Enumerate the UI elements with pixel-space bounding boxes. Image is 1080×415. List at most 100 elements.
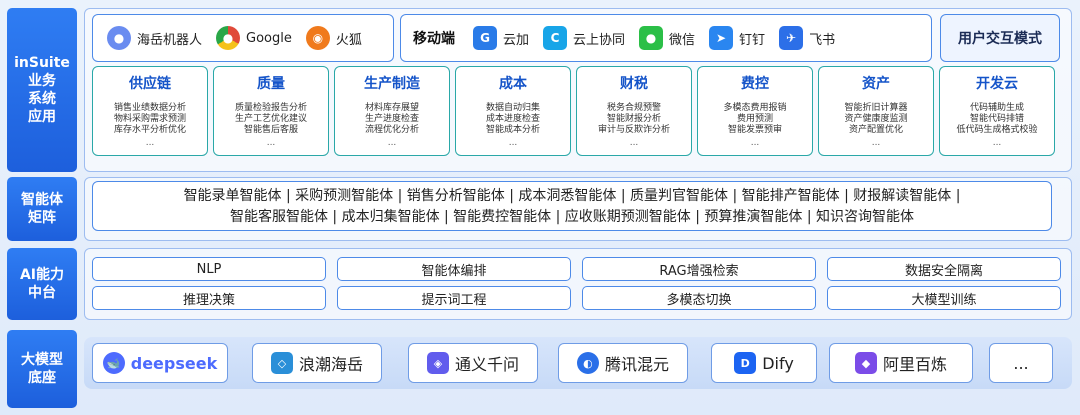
module-more: ... xyxy=(508,138,518,148)
mobile-item[interactable]: ➤ 钉钉 xyxy=(709,26,765,50)
interaction-mode-label: 用户交互模式 xyxy=(940,14,1060,62)
module-title: 质量 xyxy=(257,76,285,92)
module-line: 生产工艺优化建议 xyxy=(234,114,307,124)
module-line: 多模态费用报销 xyxy=(723,103,787,113)
module-expense[interactable]: 费控 多模态费用报销 费用预测 智能发票预审 ... xyxy=(697,66,813,156)
robot-icon: ● xyxy=(107,26,131,50)
module-line: 生产进度检查 xyxy=(364,114,419,124)
module-line: 智能发票预审 xyxy=(727,125,782,135)
client-label: 火狐 xyxy=(335,32,362,48)
module-line: 税务合规预警 xyxy=(606,103,661,113)
module-line: 物料采购需求预测 xyxy=(113,114,186,124)
model-inspur[interactable]: ◇ 浪潮海岳 xyxy=(252,343,382,383)
capability-prompt-engineering[interactable]: 提示词工程 xyxy=(337,286,571,310)
module-line: 数据自动归集 xyxy=(485,103,540,113)
agent-line: 智能录单智能体 | 采购预测智能体 | 销售分析智能体 | 成本洞悉智能体 | … xyxy=(183,188,961,204)
module-line: 费用预测 xyxy=(736,114,773,124)
module-line: 资产健康度监测 xyxy=(844,114,908,124)
side-label-model: 大模型 底座 xyxy=(7,330,77,408)
module-cost[interactable]: 成本 数据自动归集 成本进度检查 智能成本分析 ... xyxy=(455,66,571,156)
mobile-group: 移动端 G 云加 C 云上协同 ● 微信 ➤ 钉钉 ✈ 飞书 xyxy=(400,14,932,62)
cloud-collab-icon: C xyxy=(543,26,568,50)
module-assets[interactable]: 资产 智能折旧计算器 资产健康度监测 资产配置优化 ... xyxy=(818,66,934,156)
model-label: 通义千问 xyxy=(454,355,519,374)
module-line: 流程优化分析 xyxy=(364,125,419,135)
module-line: 代码辅助生成 xyxy=(969,103,1024,113)
model-tongyi[interactable]: ◈ 通义千问 xyxy=(408,343,538,383)
module-more: ... xyxy=(629,138,639,148)
mobile-title: 移动端 xyxy=(413,31,455,47)
client-item[interactable]: ◉ 火狐 xyxy=(305,26,362,50)
module-title: 财税 xyxy=(620,76,648,92)
model-deepseek[interactable]: 🐋 deepseek xyxy=(92,343,228,383)
model-label: 浪潮海岳 xyxy=(298,355,363,374)
yunjia-icon: G xyxy=(473,26,497,50)
module-title: 资产 xyxy=(862,76,890,92)
capability-reasoning[interactable]: 推理决策 xyxy=(92,286,326,310)
client-group: ● 海岳机器人 ● Google ◉ 火狐 xyxy=(92,14,394,62)
module-line: 智能财报分析 xyxy=(606,114,661,124)
model-hunyuan[interactable]: ◐ 腾讯混元 xyxy=(558,343,688,383)
mobile-label: 飞书 xyxy=(809,32,836,48)
inspur-icon: ◇ xyxy=(270,352,293,374)
module-more: ... xyxy=(266,138,276,148)
module-more: ... xyxy=(387,138,397,148)
feishu-icon: ✈ xyxy=(779,26,804,50)
module-line: 智能售后客服 xyxy=(243,125,298,135)
model-label: Dify xyxy=(762,353,794,373)
mobile-label: 云上协同 xyxy=(573,32,626,48)
model-label: 腾讯混元 xyxy=(604,355,669,374)
model-label: 阿里百炼 xyxy=(882,355,947,374)
dify-icon: D xyxy=(734,352,757,374)
capability-nlp[interactable]: NLP xyxy=(92,257,326,281)
module-title: 费控 xyxy=(741,76,769,92)
module-more: ... xyxy=(992,138,1002,148)
module-title: 生产制造 xyxy=(364,76,420,92)
mobile-label: 云加 xyxy=(503,32,530,48)
mobile-item[interactable]: G 云加 xyxy=(473,26,529,50)
client-label: Google xyxy=(246,30,292,46)
module-supply-chain[interactable]: 供应链 销售业绩数据分析 物料采购需求预测 库存水平分析优化 ... xyxy=(92,66,208,156)
capability-rag[interactable]: RAG增强检索 xyxy=(582,257,816,281)
module-line: 智能成本分析 xyxy=(485,125,540,135)
module-line: 审计与反欺诈分析 xyxy=(597,125,670,135)
module-more: ... xyxy=(750,138,760,148)
module-more: ... xyxy=(871,138,881,148)
capability-agent-orchestration[interactable]: 智能体编排 xyxy=(337,257,571,281)
module-more: ... xyxy=(145,138,155,148)
tongyi-icon: ◈ xyxy=(426,352,449,374)
model-bailian[interactable]: ◆ 阿里百炼 xyxy=(829,343,973,383)
client-item[interactable]: ● 海岳机器人 xyxy=(107,26,202,50)
module-manufacturing[interactable]: 生产制造 材料库存展望 生产进度检查 流程优化分析 ... xyxy=(334,66,450,156)
dingtalk-icon: ➤ xyxy=(709,26,734,50)
side-label-agents: 智能体 矩阵 xyxy=(7,177,77,241)
module-dev-cloud[interactable]: 开发云 代码辅助生成 智能代码排错 低代码生成格式校验 ... xyxy=(939,66,1055,156)
module-line: 资产配置优化 xyxy=(848,125,903,135)
side-label-app: inSuite 业务 系统 应用 xyxy=(7,8,77,172)
chrome-icon: ● xyxy=(216,26,241,50)
module-line: 智能折旧计算器 xyxy=(844,103,908,113)
capability-data-isolation[interactable]: 数据安全隔离 xyxy=(827,257,1061,281)
mobile-item[interactable]: ✈ 飞书 xyxy=(779,26,835,50)
module-finance-tax[interactable]: 财税 税务合规预警 智能财报分析 审计与反欺诈分析 ... xyxy=(576,66,692,156)
client-item[interactable]: ● Google xyxy=(216,26,292,50)
module-quality[interactable]: 质量 质量检验报告分析 生产工艺优化建议 智能售后客服 ... xyxy=(213,66,329,156)
mobile-item[interactable]: C 云上协同 xyxy=(543,26,625,50)
agent-line: 智能客服智能体 | 成本归集智能体 | 智能费控智能体 | 应收账期预测智能体 … xyxy=(229,209,915,225)
mobile-label: 钉钉 xyxy=(739,32,766,48)
module-line: 销售业绩数据分析 xyxy=(113,103,186,113)
module-line: 质量检验报告分析 xyxy=(234,103,307,113)
model-label: ... xyxy=(1013,353,1029,373)
module-line: 材料库存展望 xyxy=(364,103,419,113)
wechat-icon: ● xyxy=(639,26,664,50)
capability-model-training[interactable]: 大模型训练 xyxy=(827,286,1061,310)
module-title: 供应链 xyxy=(129,76,171,92)
mobile-label: 微信 xyxy=(669,32,696,48)
capability-multimodal[interactable]: 多模态切换 xyxy=(582,286,816,310)
module-line: 库存水平分析优化 xyxy=(113,125,186,135)
firefox-icon: ◉ xyxy=(305,26,330,50)
model-dify[interactable]: D Dify xyxy=(711,343,817,383)
mobile-item[interactable]: ● 微信 xyxy=(639,26,695,50)
model-more[interactable]: ... xyxy=(989,343,1053,383)
agent-matrix: 智能录单智能体 | 采购预测智能体 | 销售分析智能体 | 成本洞悉智能体 | … xyxy=(92,181,1052,231)
